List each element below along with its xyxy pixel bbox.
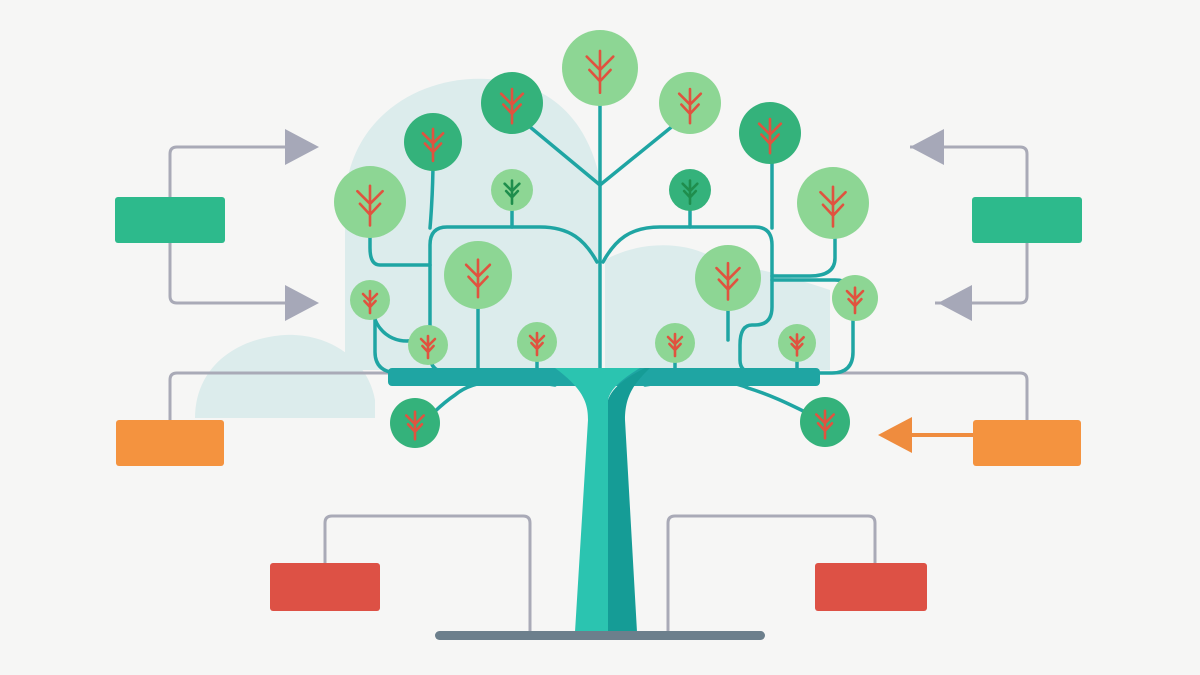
leaf-top-center [562, 30, 638, 106]
leaf-bottom-left-twig [404, 410, 426, 441]
connector-left-top [168, 145, 290, 197]
leaf-inner-left-twig [464, 258, 492, 299]
leaf-upper-right-2-twig [757, 117, 783, 155]
tree-leaves [334, 30, 878, 448]
tree-trunk [435, 368, 765, 640]
right-orange-arrow [878, 417, 973, 453]
leaf-upper-right-1 [659, 72, 721, 134]
right-top-arrow [910, 129, 944, 165]
leaf-low-right-2-twig [789, 333, 805, 357]
right-middle-arrow [938, 285, 972, 321]
right-top-arrow-head [910, 129, 944, 165]
leaf-left-small [350, 280, 390, 320]
leaf-low-left-2-twig [528, 331, 546, 357]
connector-right-orange [800, 371, 1029, 420]
leaf-inner-right-twig [715, 261, 741, 301]
leaf-low-left-1 [408, 325, 448, 365]
leaf-upper-left-1 [481, 72, 543, 134]
left-middle-arrow [285, 285, 319, 321]
right-green-box [972, 197, 1082, 243]
arrows [285, 129, 973, 453]
trunk-shadow [608, 368, 650, 632]
leaf-low-left-1-twig [419, 334, 437, 360]
leaf-bottom-right [800, 397, 850, 447]
leaf-low-right-1 [655, 323, 695, 363]
leaf-right-large [797, 167, 869, 239]
leaf-upper-left-1-twig [499, 87, 525, 125]
leaf-bottom-left [390, 398, 440, 448]
right-orange-arrow-head [878, 417, 912, 453]
leaf-right-small-twig [845, 286, 865, 315]
cloud-left [195, 334, 375, 418]
ground-line [435, 631, 765, 640]
leaf-left-small-twig [361, 289, 379, 315]
branch-inner-right-loop [601, 225, 782, 375]
left-top-arrow-head [285, 129, 319, 165]
connector-right-red [666, 514, 877, 632]
connector-left-orange [168, 371, 405, 420]
label-boxes [115, 197, 1082, 611]
connector-lines [168, 145, 1029, 632]
leaf-low-left-2 [517, 322, 557, 362]
leaf-right-large-twig [819, 185, 847, 228]
branch-left-large [368, 208, 432, 267]
connector-right-top [910, 145, 1029, 197]
left-middle-arrow-head [285, 285, 319, 321]
branch-right-large [770, 208, 837, 278]
leaf-top-center-twig [585, 49, 615, 94]
leaf-inner-right [695, 245, 761, 311]
leaf-left-bud-twig [503, 179, 521, 205]
leaf-upper-right-2 [739, 102, 801, 164]
left-top-arrow [285, 129, 319, 165]
leaf-right-bud [669, 169, 711, 211]
leaf-upper-left-2-twig [421, 127, 445, 163]
leaf-right-small [832, 275, 878, 321]
connector-left-mid [168, 243, 290, 305]
right-red-box [815, 563, 927, 611]
right-orange-box [973, 420, 1081, 466]
connector-right-mid [935, 243, 1029, 305]
left-red-box [270, 563, 380, 611]
leaf-inner-left [444, 241, 512, 309]
leaf-upper-left-2 [404, 113, 462, 171]
leaf-low-right-2 [778, 324, 816, 362]
leaf-left-bud [491, 169, 533, 211]
leaf-left-large-twig [356, 184, 384, 227]
left-orange-box [116, 420, 224, 466]
leaf-upper-right-1-twig [677, 87, 703, 125]
leaf-right-bud-twig [681, 179, 699, 205]
trunk-front [555, 368, 640, 632]
leaf-bottom-right-twig [814, 409, 836, 440]
leaf-low-right-1-twig [666, 332, 684, 358]
left-green-box [115, 197, 225, 243]
connector-left-red [323, 514, 532, 632]
right-middle-arrow-head [938, 285, 972, 321]
leaf-left-large [334, 166, 406, 238]
